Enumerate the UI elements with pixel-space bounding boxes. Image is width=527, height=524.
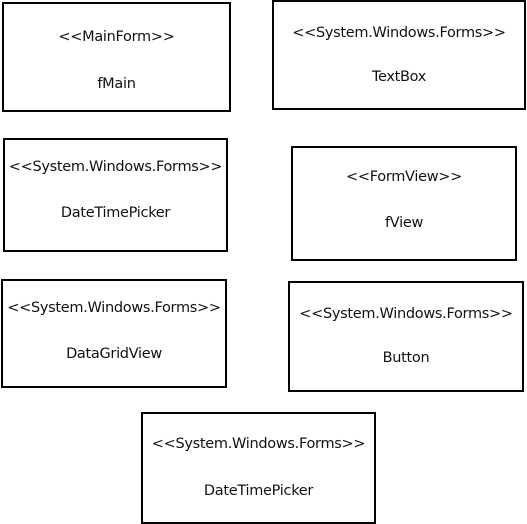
class-box-button[interactable]: <<System.Windows.Forms>> Button xyxy=(288,281,524,392)
class-name: fMain xyxy=(97,76,136,92)
class-name: DataGridView xyxy=(66,346,162,362)
class-box-datetimepicker-2[interactable]: <<System.Windows.Forms>> DateTimePicker xyxy=(141,412,376,524)
class-box-textbox[interactable]: <<System.Windows.Forms>> TextBox xyxy=(272,0,526,110)
class-stereotype: <<System.Windows.Forms>> xyxy=(292,25,506,41)
class-box-datagridview[interactable]: <<System.Windows.Forms>> DataGridView xyxy=(1,279,227,388)
class-stereotype: <<System.Windows.Forms>> xyxy=(299,306,513,322)
class-stereotype: <<System.Windows.Forms>> xyxy=(7,300,221,316)
class-stereotype: <<FormView>> xyxy=(346,169,462,185)
class-name: DateTimePicker xyxy=(60,205,171,221)
class-box-fview[interactable]: <<FormView>> fView xyxy=(291,146,517,261)
class-stereotype: <<System.Windows.Forms>> xyxy=(151,436,366,452)
class-stereotype: <<MainForm>> xyxy=(58,29,175,45)
class-box-datetimepicker[interactable]: <<System.Windows.Forms>> DateTimePicker xyxy=(3,138,228,252)
class-stereotype: <<System.Windows.Forms>> xyxy=(8,159,223,175)
class-box-fmain[interactable]: <<MainForm>> fMain xyxy=(2,2,231,112)
class-name: fView xyxy=(384,215,423,231)
class-name: Button xyxy=(382,350,430,366)
class-name: TextBox xyxy=(371,69,427,85)
class-name: DateTimePicker xyxy=(203,483,314,499)
